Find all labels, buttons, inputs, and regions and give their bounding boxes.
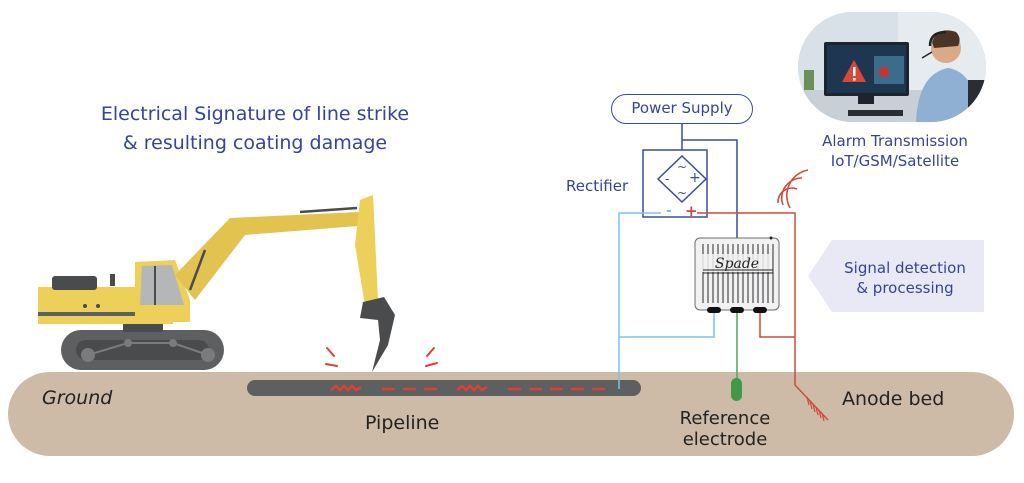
spade-device [694,236,780,313]
excavator-icon [38,195,395,372]
rectifier-ac-symbol: ~ [677,160,688,174]
rectifier-label: Rectifier [566,177,629,195]
rectifier-plus-symbol: + [689,170,701,186]
alarm-transmission-label: Alarm Transmission IoT/GSM/Satellite [790,131,1000,171]
signal-detection-label: Signal detection & processing [830,258,980,298]
anode-bed-label: Anode bed [842,388,945,410]
reference-electrode [731,378,742,401]
wire-device-negative [619,310,715,338]
zigzag-signal-2 [456,384,488,392]
rectifier-minus-symbol: - [665,172,670,186]
connector [753,307,767,313]
ground-label: Ground [42,387,113,409]
positive-terminal: + [685,202,698,220]
signal-callout [808,240,984,312]
strike-sparks [325,347,438,367]
diagram-title: Electrical Signature of line strike & re… [60,100,450,158]
operator-illustration [798,12,986,122]
anode-bed-icon [806,396,825,422]
rectifier-ac-symbol-2: ~ [677,186,688,200]
wire-positive [697,212,829,421]
reference-line-1: Reference [679,408,771,429]
device-brand: Spade [715,256,759,272]
title-line-2: & resulting coating damage [122,132,388,154]
wire-power-device [682,139,738,238]
connector [707,307,721,313]
pipeline-signal [330,384,605,392]
negative-terminal: - [666,203,672,219]
alarm-line-2: IoT/GSM/Satellite [830,152,960,170]
signal-line-1: Signal detection [844,259,966,277]
zigzag-signal-1 [330,384,362,392]
power-supply-label: Power Supply [611,94,753,124]
signal-line-2: & processing [856,279,954,297]
reference-line-2: electrode [682,429,768,450]
wireless-signal-icon [777,169,809,209]
rectifier-bridge-icon [656,154,708,204]
pipeline [247,380,641,396]
alarm-line-1: Alarm Transmission [822,132,968,150]
operator-photo [798,12,986,122]
rectifier-box [642,149,708,218]
wire-device-anode [759,310,795,338]
connector [730,307,744,313]
reference-electrode-label: Reference electrode [660,408,790,450]
wire-negative [618,212,661,389]
pipeline-label: Pipeline [365,412,440,434]
title-line-1: Electrical Signature of line strike [100,103,410,125]
